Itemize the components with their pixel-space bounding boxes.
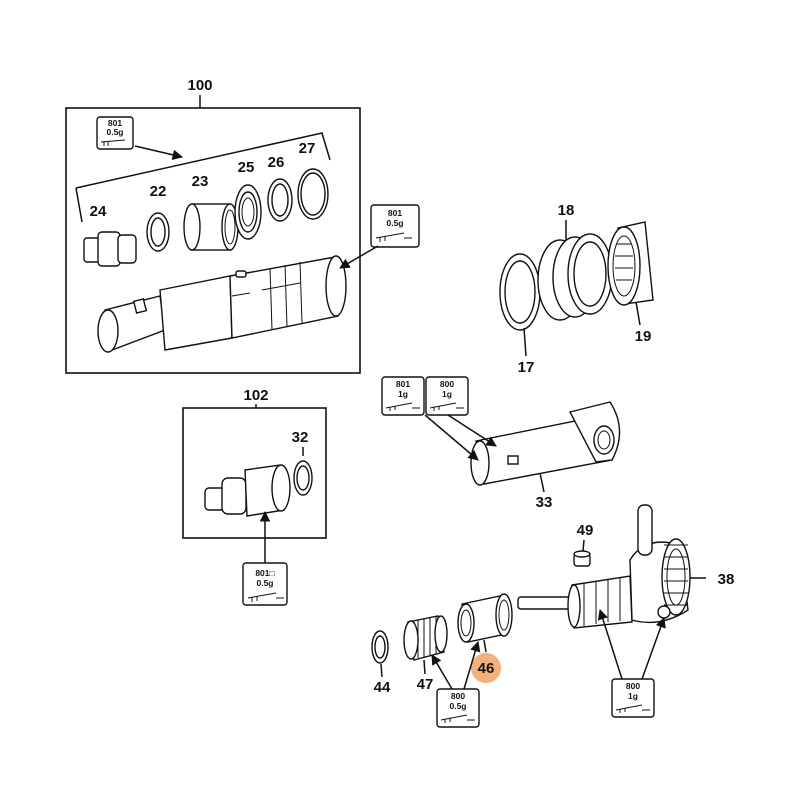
part-46-highlight (471, 653, 501, 683)
part-26 (267, 178, 293, 222)
part-26-label: 26 (268, 154, 285, 171)
part-38-label: 38 (718, 571, 735, 588)
grease-gun-icon (440, 714, 475, 723)
part-17 (499, 253, 541, 331)
part-49 (573, 550, 591, 567)
lubricant-code: 801 (108, 118, 122, 128)
grease-gun-icon (429, 402, 464, 411)
grease-gun-icon (247, 592, 284, 602)
lubricant-amount: 0.5g (106, 127, 123, 137)
lubricant-code: 800 (440, 379, 454, 389)
part-49-leader (582, 539, 585, 552)
lubricant-amount: 0.5g (256, 578, 273, 588)
lubricant-tag-38[interactable]: 800 1g (611, 678, 655, 718)
part-25-label: 25 (238, 159, 255, 176)
part-44 (371, 630, 389, 664)
lubricant-amount: 1g (398, 389, 408, 399)
lubricant-amount: 1g (628, 691, 638, 701)
part-19-label: 19 (635, 328, 652, 345)
lubricant-code: 800 (451, 691, 465, 701)
lubricant-code: 801 (388, 208, 402, 218)
part-47-label: 47 (417, 676, 434, 693)
part-44-leader (380, 663, 383, 678)
arrow-lube-to-shaft (339, 245, 379, 269)
part-102-hub (204, 464, 291, 517)
lubricant-tag-33-a[interactable]: 801 1g (381, 376, 425, 416)
part-47 (403, 615, 448, 661)
part-33-leader (539, 472, 545, 493)
grease-gun-icon (385, 402, 420, 411)
part-18-label: 18 (558, 202, 575, 219)
group-102-label: 102 (243, 387, 268, 404)
part-32 (293, 460, 313, 496)
group-100-frame (65, 107, 361, 374)
arrow-lube-to-33-b (447, 414, 497, 447)
seal-set-bracket (75, 132, 331, 189)
lubricant-code: 800 (626, 681, 640, 691)
part-27 (297, 168, 329, 220)
lubricant-amount: 0.5g (449, 701, 466, 711)
part-22-label: 22 (150, 183, 167, 200)
part-49-label: 49 (577, 522, 594, 539)
lubricant-tag-46-47[interactable]: 800 0.5g (436, 688, 480, 728)
group-102: 102 32 801□ 0.5g (182, 387, 327, 606)
group-100-label: 100 (187, 77, 212, 94)
part-18 (537, 233, 613, 321)
part-33-label: 33 (536, 494, 553, 511)
part-19 (607, 221, 654, 306)
arrow-lube-to-33-a (424, 414, 479, 461)
arrow-lube-to-38-b (641, 617, 666, 680)
arrow-lube-to-46 (463, 640, 481, 690)
lubricant-tag-group-100[interactable]: 801 0.5g (96, 116, 134, 150)
part-38-assembly (517, 504, 691, 629)
seal-set-bracket-left (75, 187, 83, 223)
part-24 (83, 231, 137, 267)
group-102-frame (182, 407, 327, 539)
lubricant-amount: 0.5g (386, 218, 403, 228)
part-17-leader (523, 327, 527, 357)
part-46-label[interactable]: 46 (478, 660, 495, 677)
part-23 (183, 203, 239, 251)
lubricant-code: 801 (396, 379, 410, 389)
part-44-label: 44 (374, 679, 391, 696)
part-25 (234, 184, 262, 240)
lubricant-code: 801□ (255, 568, 274, 578)
arrow-lube-to-38-a (597, 608, 623, 680)
part-19-leader (635, 301, 641, 326)
grease-gun-icon (375, 232, 412, 242)
lubricant-amount: 1g (442, 389, 452, 399)
arrow-lube-to-47 (431, 654, 453, 690)
part-17-label: 17 (518, 359, 535, 376)
part-46-leader (483, 639, 487, 653)
lubricant-tag-group-102[interactable]: 801□ 0.5g (242, 562, 288, 606)
part-32-label: 32 (292, 429, 309, 446)
main-shaft (97, 255, 347, 353)
part-47-leader (423, 659, 426, 675)
arrow-lube-to-bracket (134, 145, 184, 160)
grease-gun-icon (615, 704, 650, 713)
part-22 (146, 212, 170, 252)
lubricant-tag-shaft[interactable]: 801 0.5g (370, 204, 420, 248)
part-33 (470, 401, 621, 486)
part-24-label: 24 (90, 203, 107, 220)
part-27-label: 27 (299, 140, 316, 157)
lubricant-tag-33-b[interactable]: 800 1g (425, 376, 469, 416)
grease-gun-icon (100, 139, 126, 146)
part-46 (457, 593, 513, 643)
part-23-label: 23 (192, 173, 209, 190)
group-100: 100 801 0.5g 24 22 (65, 77, 420, 374)
